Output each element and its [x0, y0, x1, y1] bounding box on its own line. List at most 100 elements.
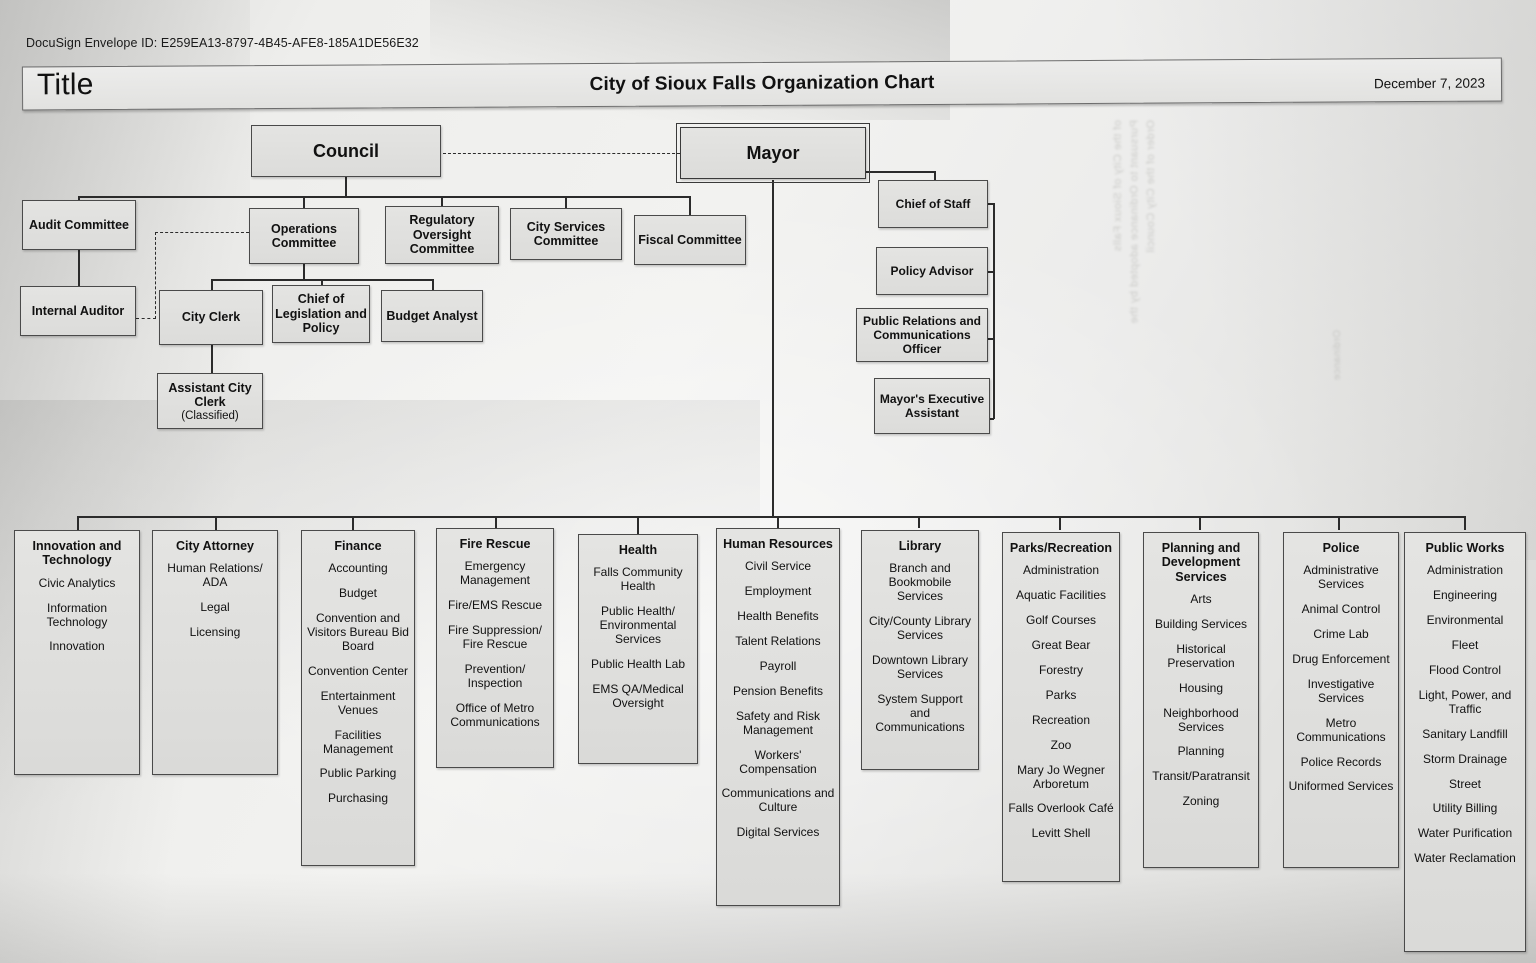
department-division[interactable]: Water Purification: [1417, 826, 1513, 841]
department-division[interactable]: Levitt Shell: [1031, 826, 1091, 841]
node-council[interactable]: Council: [251, 125, 441, 177]
department-division[interactable]: Legal: [200, 600, 230, 615]
department-division[interactable]: Facilities Management: [322, 727, 394, 756]
department-division[interactable]: Public Health Lab: [590, 656, 686, 671]
department-division[interactable]: Safety and Risk Management: [735, 708, 821, 737]
department-division[interactable]: Water Reclamation: [1414, 851, 1516, 866]
department-division[interactable]: Downtown Library Services: [871, 652, 969, 681]
department-division[interactable]: Police Records: [1300, 754, 1382, 769]
node-mayor[interactable]: Mayor: [676, 123, 870, 183]
department-division[interactable]: Zoo: [1050, 737, 1072, 752]
department-division[interactable]: Investigative Services: [1307, 676, 1375, 705]
department-division[interactable]: Fleet: [1451, 638, 1479, 653]
department-division[interactable]: Aquatic Facilities: [1015, 588, 1107, 603]
department-division[interactable]: Office of Metro Communications: [450, 700, 540, 729]
department-division[interactable]: Public Health/ Environmental Services: [599, 604, 677, 646]
department-division[interactable]: Zoning: [1182, 794, 1220, 809]
department-division[interactable]: Golf Courses: [1025, 613, 1097, 628]
department-division[interactable]: Environmental: [1426, 613, 1504, 628]
node-fiscal-committee[interactable]: Fiscal Committee: [634, 215, 746, 265]
department-division[interactable]: Administration: [1426, 563, 1504, 578]
department-division[interactable]: Employment: [744, 584, 812, 599]
node-chief-of-staff[interactable]: Chief of Staff: [878, 180, 988, 228]
department-division[interactable]: Transit/Paratransit: [1152, 769, 1250, 784]
department-division[interactable]: Information Technology: [46, 600, 108, 629]
department-division[interactable]: Convention Center: [307, 663, 409, 678]
department-division[interactable]: Light, Power, and Traffic: [1418, 687, 1512, 716]
node-budget-analyst[interactable]: Budget Analyst: [381, 290, 483, 342]
department-division[interactable]: Street: [1448, 776, 1481, 791]
department-division[interactable]: Sanitary Landfill: [1422, 726, 1508, 741]
department-division[interactable]: Digital Services: [736, 825, 820, 840]
department-division[interactable]: Mary Jo Wegner Arboretum: [1017, 762, 1105, 791]
department-division[interactable]: Talent Relations: [735, 634, 821, 649]
department-division[interactable]: Planning: [1177, 744, 1225, 759]
department-division[interactable]: Falls Community Health: [593, 565, 683, 594]
node-internal-auditor[interactable]: Internal Auditor: [20, 286, 136, 336]
department-division[interactable]: Administrative Services: [1303, 563, 1379, 592]
department-division[interactable]: System Support and Communications: [875, 691, 965, 734]
department-division[interactable]: Neighborhood Services: [1163, 705, 1239, 734]
department-division[interactable]: Health Benefits: [737, 609, 819, 624]
department-division[interactable]: Innovation: [49, 639, 105, 654]
node-audit-committee[interactable]: Audit Committee: [22, 200, 136, 250]
department-division[interactable]: Accounting: [328, 561, 388, 576]
department-division[interactable]: Workers' Compensation: [739, 747, 817, 776]
department-division[interactable]: Payroll: [759, 659, 797, 673]
department-division[interactable]: Historical Preservation: [1167, 641, 1235, 670]
department-division[interactable]: Communications and Culture: [721, 786, 835, 815]
department-division[interactable]: Arts: [1190, 592, 1212, 607]
department-division[interactable]: Convention and Visitors Bureau Bid Board: [307, 611, 409, 653]
department-division[interactable]: Human Relations/ ADA: [167, 561, 263, 590]
department-division[interactable]: Utility Billing: [1432, 801, 1498, 816]
department-division[interactable]: Branch and Bookmobile Services: [888, 561, 952, 604]
department-division[interactable]: Building Services: [1154, 617, 1248, 632]
department-division[interactable]: Recreation: [1031, 712, 1091, 727]
department-division[interactable]: Drug Enforcement: [1292, 652, 1390, 666]
department-division[interactable]: EMS QA/Medical Oversight: [592, 681, 684, 710]
department-division[interactable]: Licensing: [189, 625, 241, 640]
department-division[interactable]: Purchasing: [327, 791, 389, 806]
department-division[interactable]: Flood Control: [1428, 663, 1502, 677]
department-division[interactable]: Forestry: [1038, 663, 1083, 677]
department-division[interactable]: Great Bear: [1031, 638, 1091, 653]
department-division[interactable]: Metro Communications: [1296, 715, 1386, 744]
department-division[interactable]: Public Parking: [319, 766, 397, 781]
department-division[interactable]: Fire Suppression/ Fire Rescue: [447, 623, 543, 651]
department-division[interactable]: Crime Lab: [1313, 627, 1369, 642]
department-division[interactable]: Housing: [1178, 680, 1224, 695]
department-division[interactable]: Administration: [1022, 563, 1100, 578]
department-division[interactable]: Fire/EMS Rescue: [447, 598, 543, 613]
department-division[interactable]: Pension Benefits: [732, 683, 824, 698]
department-division[interactable]: Storm Drainage: [1422, 751, 1508, 766]
department-division[interactable]: Animal Control: [1301, 602, 1381, 617]
department-division[interactable]: City/County Library Services: [868, 614, 972, 642]
department-division[interactable]: Civic Analytics: [38, 575, 116, 590]
department-division[interactable]: Engineering: [1432, 588, 1498, 603]
department-division[interactable]: Entertainment Venues: [320, 688, 396, 717]
department-division[interactable]: Parks: [1045, 687, 1077, 702]
department-division[interactable]: Civil Service: [744, 559, 811, 574]
department-division[interactable]: Prevention/ Inspection: [464, 661, 526, 690]
department-division[interactable]: Uniformed Services: [1288, 779, 1394, 794]
department-division[interactable]: Budget: [338, 586, 378, 601]
node-policy-advisor[interactable]: Policy Advisor: [876, 247, 988, 295]
